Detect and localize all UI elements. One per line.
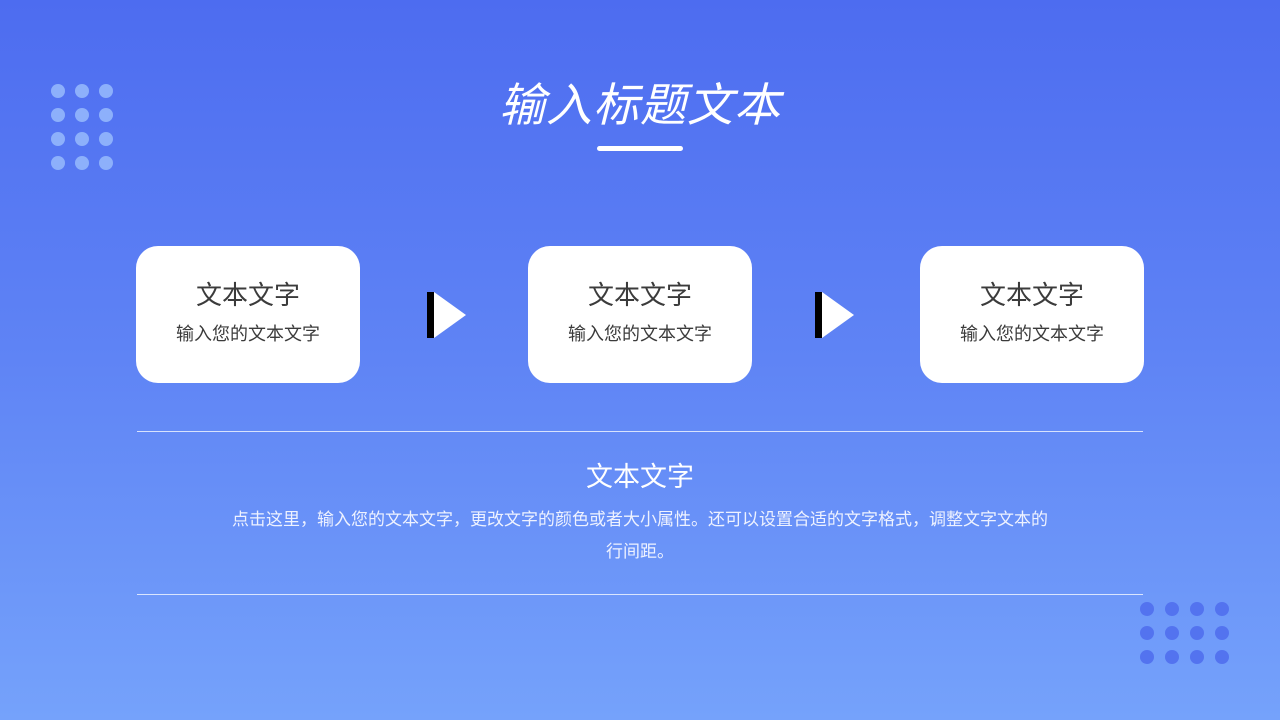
section-body[interactable]: 点击这里，输入您的文本文字，更改文字的颜色或者大小属性。还可以设置合适的文字格式… [232,510,1048,562]
divider-top [137,431,1143,432]
step-card-title: 文本文字 [979,281,1084,311]
dot-grid-icon-top-left [51,84,113,170]
step-card-1[interactable]: 文本文字 输入您的文本文字 [136,246,360,383]
step-card-subtitle: 输入您的文本文字 [960,324,1104,345]
step-card-title: 文本文字 [195,281,300,311]
step-card-subtitle: 输入您的文本文字 [176,324,320,345]
title-underline [597,146,683,151]
section-title[interactable]: 文本文字 [586,462,694,493]
slide-title[interactable]: 输入标题文本 [499,78,781,132]
play-arrow-icon [815,292,854,338]
step-card-3[interactable]: 文本文字 输入您的文本文字 [920,246,1144,383]
dot-grid-icon-bottom-right [1140,602,1229,664]
step-card-title: 文本文字 [587,281,692,311]
step-card-2[interactable]: 文本文字 输入您的文本文字 [528,246,752,383]
play-arrow-icon [427,292,466,338]
divider-bottom [137,594,1143,595]
step-card-subtitle: 输入您的文本文字 [568,324,712,345]
